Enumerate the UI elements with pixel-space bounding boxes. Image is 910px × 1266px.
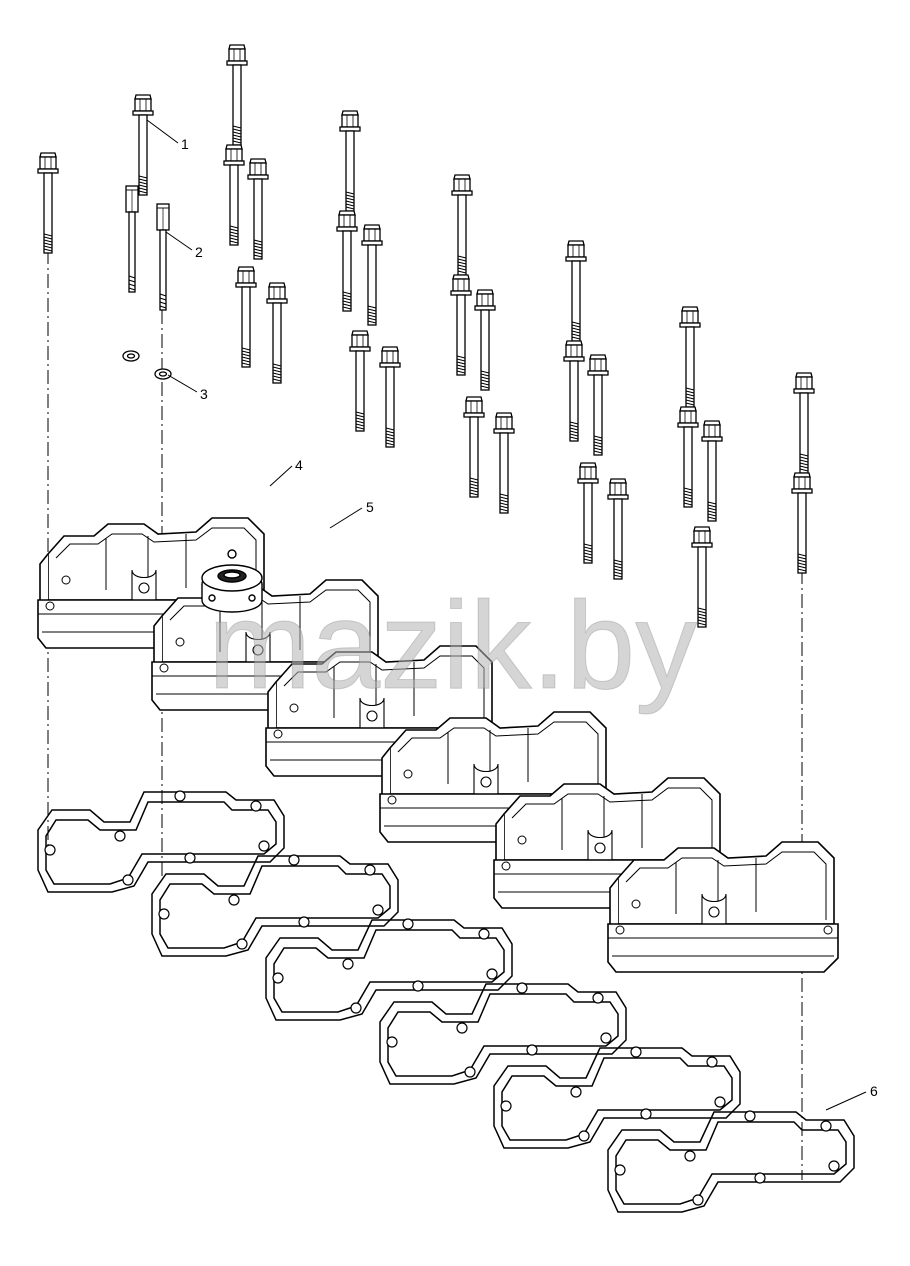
leader-lines	[146, 119, 867, 1111]
callout-2: 2	[195, 244, 203, 260]
valve-cover	[607, 841, 839, 973]
bolt	[577, 462, 599, 564]
bolt	[223, 144, 245, 246]
bolt	[701, 420, 723, 522]
gasket	[379, 982, 627, 1085]
callout-5: 5	[366, 499, 374, 515]
bolt	[37, 152, 59, 254]
bolt	[235, 266, 257, 368]
oil-filler-cap	[201, 549, 263, 613]
bolt	[339, 110, 361, 212]
callout-6: 6	[870, 1083, 878, 1099]
washer	[158, 371, 168, 377]
bolt	[679, 306, 701, 408]
bolt	[677, 406, 699, 508]
bolt	[361, 224, 383, 326]
stud-group	[125, 185, 170, 311]
bolt	[266, 282, 288, 384]
bolt	[379, 346, 401, 448]
gasket	[493, 1046, 741, 1149]
callout-4: 4	[295, 457, 303, 473]
bolt	[793, 372, 815, 474]
gasket-group	[37, 790, 855, 1213]
callouts: 1 2 3 4 5 6	[181, 136, 878, 1099]
bolt	[451, 174, 473, 276]
bolt	[791, 472, 813, 574]
callout-1: 1	[181, 136, 189, 152]
bolt	[463, 396, 485, 498]
bolt	[493, 412, 515, 514]
bolt	[450, 274, 472, 376]
bolt	[587, 354, 609, 456]
bolt	[247, 158, 269, 260]
bolt	[563, 340, 585, 442]
gasket	[265, 918, 513, 1021]
gasket	[37, 790, 285, 893]
gasket	[607, 1110, 855, 1213]
center-lines	[47, 250, 803, 1180]
gasket	[151, 854, 399, 957]
stud	[156, 203, 170, 311]
washer-group	[122, 350, 172, 380]
bolt	[349, 330, 371, 432]
bolt	[226, 44, 248, 146]
callout-3: 3	[200, 386, 208, 402]
bolt	[336, 210, 358, 312]
washer	[126, 353, 136, 359]
bolt	[474, 289, 496, 391]
bolt	[565, 240, 587, 342]
watermark: mazik.by	[208, 577, 697, 715]
stud	[125, 185, 139, 293]
bolt	[607, 478, 629, 580]
bolt	[132, 94, 154, 196]
